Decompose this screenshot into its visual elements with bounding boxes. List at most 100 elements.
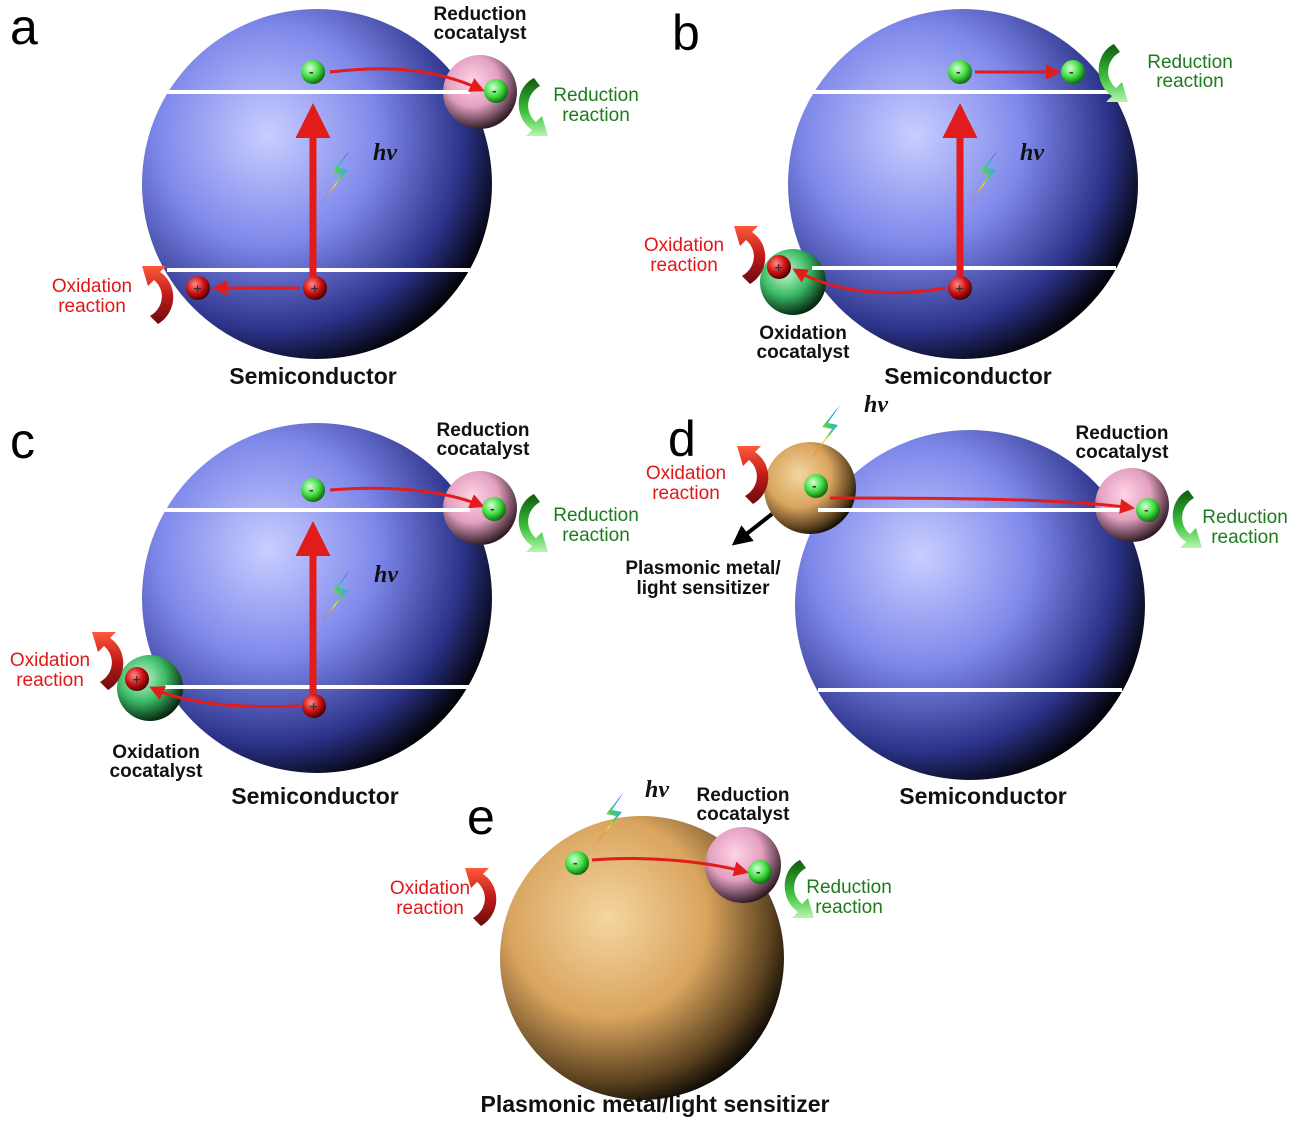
hole-particle	[302, 694, 326, 718]
panel-b: b - - + + hv Reduction reaction Oxidatio…	[644, 5, 1233, 389]
oxidation-cocatalyst-label-line2: cocatalyst	[757, 342, 851, 363]
plasmonic-pointer-arrow	[731, 512, 774, 546]
reduction-reaction-arrow-icon	[518, 494, 548, 552]
oxidation-cocatalyst-sphere	[760, 249, 826, 315]
panel-letter-a: a	[10, 0, 38, 55]
reduction-cocatalyst-label-line1: Reduction	[1076, 423, 1169, 444]
semiconductor-sphere	[142, 423, 492, 773]
oxidation-reaction-label-line2: reaction	[58, 296, 126, 317]
semiconductor-label: Semiconductor	[231, 783, 398, 809]
plasmonic-label-line2: light sensitizer	[636, 578, 770, 599]
hole-particle	[186, 276, 210, 300]
plasmonic-caption: Plasmonic metal/light sensitizer	[481, 1091, 830, 1117]
hv-label: hv	[864, 392, 888, 418]
plasmonic-label-line1: Plasmonic metal/	[625, 558, 781, 579]
panel-letter-d: d	[668, 411, 696, 467]
hole-transfer-arrow	[792, 268, 946, 295]
electron-sign: -	[756, 866, 761, 879]
semiconductor-label: Semiconductor	[884, 363, 1051, 389]
oxidation-reaction-label-line2: reaction	[650, 255, 718, 276]
hole-transfer-arrow	[149, 686, 301, 709]
panel-letter-e: e	[467, 789, 495, 845]
panel-d: d - - hv Reduction cocatalyst Reduction …	[625, 392, 1287, 809]
reduction-cocatalyst-sphere	[443, 55, 517, 129]
electron-transfer-arrow	[329, 67, 485, 92]
reduction-reaction-arrow-icon	[518, 78, 548, 136]
hole-sign: +	[955, 282, 964, 295]
oxidation-reaction-label-line1: Oxidation	[644, 235, 724, 256]
electron-sign: -	[492, 85, 497, 98]
oxidation-cocatalyst-label-line2: cocatalyst	[110, 761, 204, 782]
hv-label: hv	[645, 777, 669, 803]
hole-particle	[767, 255, 791, 279]
reduction-cocatalyst-label-line2: cocatalyst	[437, 439, 531, 460]
semiconductor-label: Semiconductor	[899, 783, 1066, 809]
reduction-reaction-label-line2: reaction	[562, 105, 630, 126]
reduction-cocatalyst-label-line1: Reduction	[434, 4, 527, 25]
hv-label: hv	[374, 562, 398, 588]
reduction-reaction-arrow-icon	[1172, 490, 1202, 548]
reduction-reaction-label-line1: Reduction	[553, 85, 639, 106]
oxidation-reaction-arrow-icon	[737, 446, 769, 504]
oxidation-reaction-label-line2: reaction	[396, 898, 464, 919]
semiconductor-label: Semiconductor	[229, 363, 396, 389]
hole-sign: +	[310, 282, 319, 295]
reduction-reaction-label-line1: Reduction	[553, 505, 639, 526]
electron-transfer-arrow	[591, 857, 749, 877]
electron-particle	[484, 79, 508, 103]
reduction-cocatalyst-label-line2: cocatalyst	[697, 804, 791, 825]
oxidation-cocatalyst-label-line1: Oxidation	[112, 742, 200, 763]
reduction-reaction-label-line2: reaction	[815, 897, 883, 918]
electron-particle	[482, 497, 506, 521]
oxidation-reaction-label-line1: Oxidation	[52, 276, 132, 297]
reduction-cocatalyst-label-line2: cocatalyst	[1076, 442, 1170, 463]
reduction-reaction-label-line2: reaction	[1156, 71, 1224, 92]
semiconductor-sphere	[795, 430, 1145, 780]
panel-c: c - - + + hv Reduction cocatalyst Reduct…	[10, 413, 639, 809]
electron-sign: -	[309, 484, 314, 497]
electron-sign: -	[490, 503, 495, 516]
electron-sign: -	[573, 857, 578, 870]
hole-sign: +	[309, 700, 318, 713]
reduction-reaction-label-line1: Reduction	[806, 877, 892, 898]
panel-letter-c: c	[10, 413, 35, 469]
hv-label: hv	[373, 140, 397, 166]
electron-sign: -	[309, 66, 314, 79]
electron-particle	[565, 851, 589, 875]
hole-particle	[948, 276, 972, 300]
electron-particle	[301, 60, 325, 84]
electron-particle	[948, 60, 972, 84]
oxidation-reaction-label-line1: Oxidation	[10, 650, 90, 671]
hole-sign: +	[193, 282, 202, 295]
oxidation-reaction-label-line2: reaction	[16, 670, 84, 691]
electron-particle	[301, 478, 325, 502]
oxidation-reaction-label-line1: Oxidation	[390, 878, 470, 899]
reduction-reaction-label-line2: reaction	[562, 525, 630, 546]
hole-particle	[303, 276, 327, 300]
electron-sign: -	[812, 480, 817, 493]
electron-particle	[748, 860, 772, 884]
electron-particle	[1061, 60, 1085, 84]
reduction-cocatalyst-label-line1: Reduction	[697, 785, 790, 806]
oxidation-cocatalyst-label-line1: Oxidation	[759, 323, 847, 344]
oxidation-reaction-label-line2: reaction	[652, 483, 720, 504]
electron-sign: -	[1144, 504, 1149, 517]
panel-letter-b: b	[672, 5, 700, 61]
hole-sign: +	[774, 261, 783, 274]
reduction-cocatalyst-label-line1: Reduction	[437, 420, 530, 441]
electron-particle	[804, 474, 828, 498]
panel-a: a - - + + hv Reduction cocatalyst Reduct…	[10, 0, 639, 389]
reduction-reaction-label-line1: Reduction	[1147, 52, 1233, 73]
reduction-reaction-label-line1: Reduction	[1202, 507, 1288, 528]
electron-particle	[1136, 498, 1160, 522]
electron-transfer-arrow	[329, 486, 485, 509]
hole-sign: +	[132, 673, 141, 686]
electron-transfer-arrow	[829, 496, 1135, 514]
oxidation-reaction-label-line1: Oxidation	[646, 463, 726, 484]
oxidation-reaction-arrow-icon	[734, 226, 766, 284]
hv-label: hv	[1020, 140, 1044, 166]
electron-sign: -	[1069, 66, 1074, 79]
hole-particle	[125, 667, 149, 691]
electron-sign: -	[956, 66, 961, 79]
